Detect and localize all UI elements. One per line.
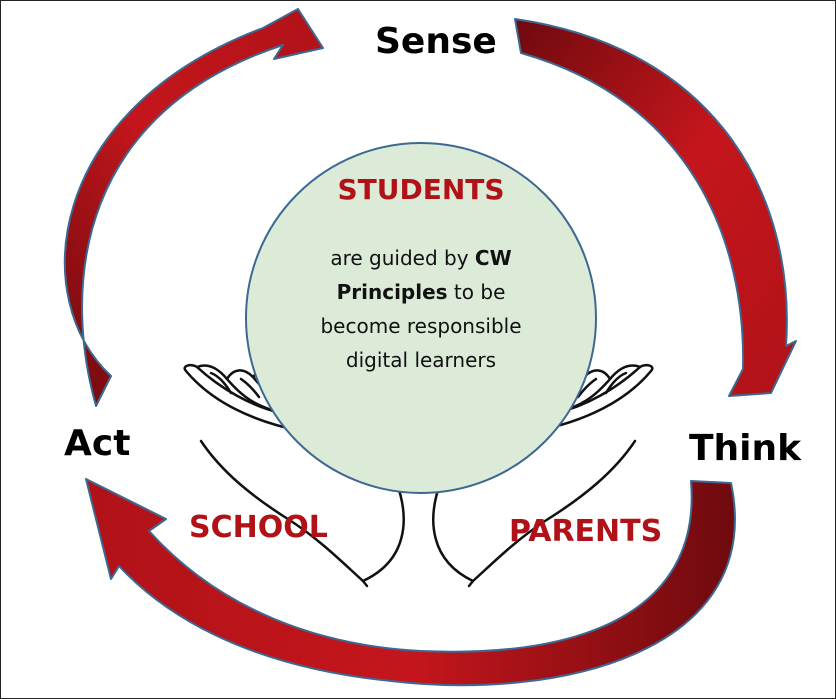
center-body-bold1: CW <box>474 246 512 270</box>
students-circle: STUDENTS are guided by CW Principles to … <box>245 142 597 494</box>
center-body: are guided by CW Principles to be become… <box>307 241 535 377</box>
arrow-sense-to-think-icon <box>514 18 797 397</box>
label-parents: PARENTS <box>509 514 663 549</box>
stage-act: Act <box>64 423 131 464</box>
center-body-part2: to be <box>447 280 506 304</box>
stage-sense: Sense <box>375 21 497 62</box>
label-school: SCHOOL <box>189 510 328 545</box>
arrow-act-to-sense-icon <box>64 8 324 407</box>
center-body-part1: are guided by <box>330 246 475 270</box>
center-body-bold2: Principles <box>336 280 448 304</box>
stage-think: Think <box>689 428 802 469</box>
center-title: STUDENTS <box>337 173 505 206</box>
center-body-line3: become responsible <box>320 314 522 338</box>
arrow-think-to-act-icon <box>85 478 736 687</box>
center-body-line4: digital learners <box>345 348 497 372</box>
